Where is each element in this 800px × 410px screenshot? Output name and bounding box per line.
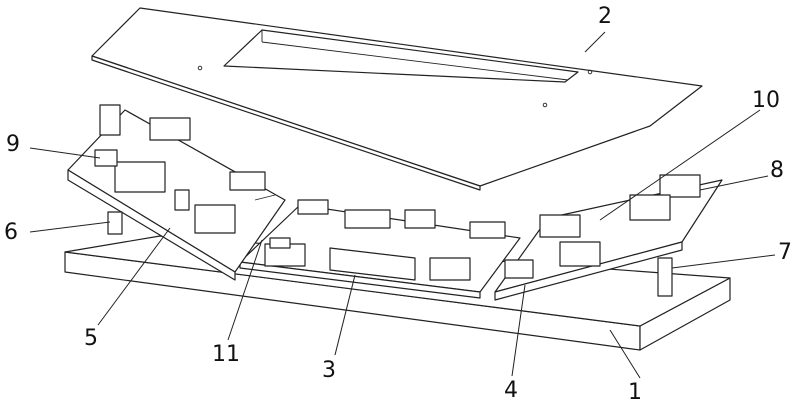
label-10: 10 — [752, 88, 780, 113]
label-8: 8 — [770, 158, 784, 183]
label-4: 4 — [504, 378, 518, 403]
middle-plate — [239, 199, 521, 299]
label-9: 9 — [6, 132, 20, 157]
leader-lines — [29, 31, 776, 379]
label-3: 3 — [322, 358, 336, 383]
right-inclined-plate — [494, 174, 723, 301]
top-cover — [91, 7, 703, 191]
label-6: 6 — [4, 220, 18, 245]
label-1: 1 — [628, 380, 642, 405]
label-11: 11 — [212, 342, 240, 367]
label-5: 5 — [84, 326, 98, 351]
left-inclined-plate — [67, 104, 286, 281]
label-7: 7 — [778, 240, 792, 265]
label-2: 2 — [598, 4, 612, 29]
support-legs — [107, 211, 673, 297]
